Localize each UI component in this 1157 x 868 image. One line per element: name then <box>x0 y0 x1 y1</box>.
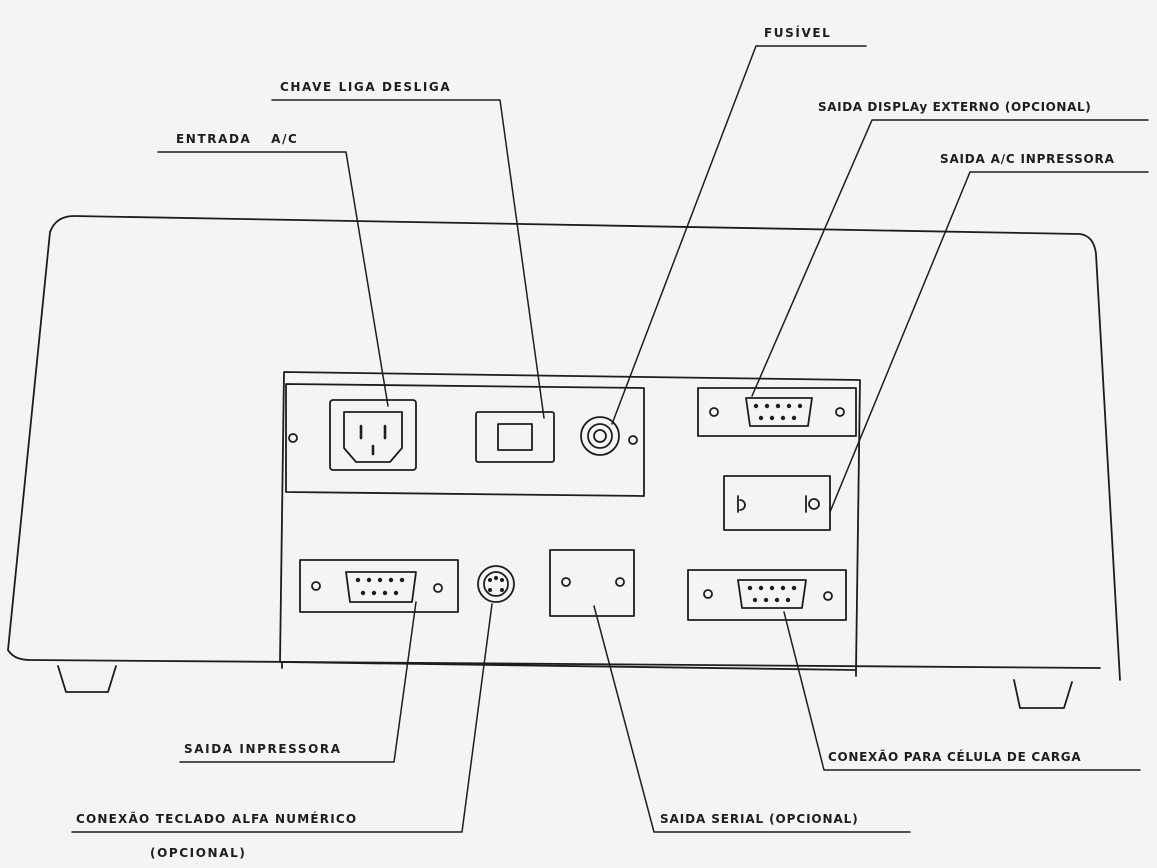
fuse-holder <box>580 416 620 456</box>
external-display-port <box>697 387 857 437</box>
load-cell-label: CONEXÃO PARA CÉLULA DE CARGA <box>828 750 1082 764</box>
load-cell-port <box>687 569 847 621</box>
ac-inlet-connector <box>329 399 417 471</box>
ac-printer-outlet <box>723 475 831 531</box>
device-body <box>7 215 1121 681</box>
serial-port-label: SAIDA SERIAL (OPCIONAL) <box>660 812 859 826</box>
serial-port-plate <box>549 549 635 617</box>
printer-port-label: SAIDA INPRESSORA <box>184 742 342 756</box>
printer-port <box>299 559 459 613</box>
ac-inlet-label: ENTRADA A/C <box>176 132 299 146</box>
external-display-label: SAIDA DISPLAy EXTERNO (OPCIONAL) <box>818 100 1092 114</box>
power-plate <box>285 383 645 497</box>
power-plate-screw-left <box>288 433 298 443</box>
keyboard-connector-label: CONEXÃO TECLADO ALFA NUMÉRICO <box>76 812 358 826</box>
power-switch-label: CHAVE LIGA DESLIGA <box>280 80 452 94</box>
leader-lines <box>71 45 1149 833</box>
rear-panel <box>279 371 861 677</box>
device-feet <box>57 665 1073 709</box>
ac-printer-outlet-label: SAIDA A/C INPRESSORA <box>940 152 1115 166</box>
power-plate-screw-right <box>628 435 638 445</box>
keyboard-din-connector <box>477 565 515 603</box>
fuse-label: FUSÍVEL <box>764 26 832 40</box>
keyboard-optional-label: (OPCIONAL) <box>150 846 247 860</box>
power-switch <box>475 411 555 463</box>
